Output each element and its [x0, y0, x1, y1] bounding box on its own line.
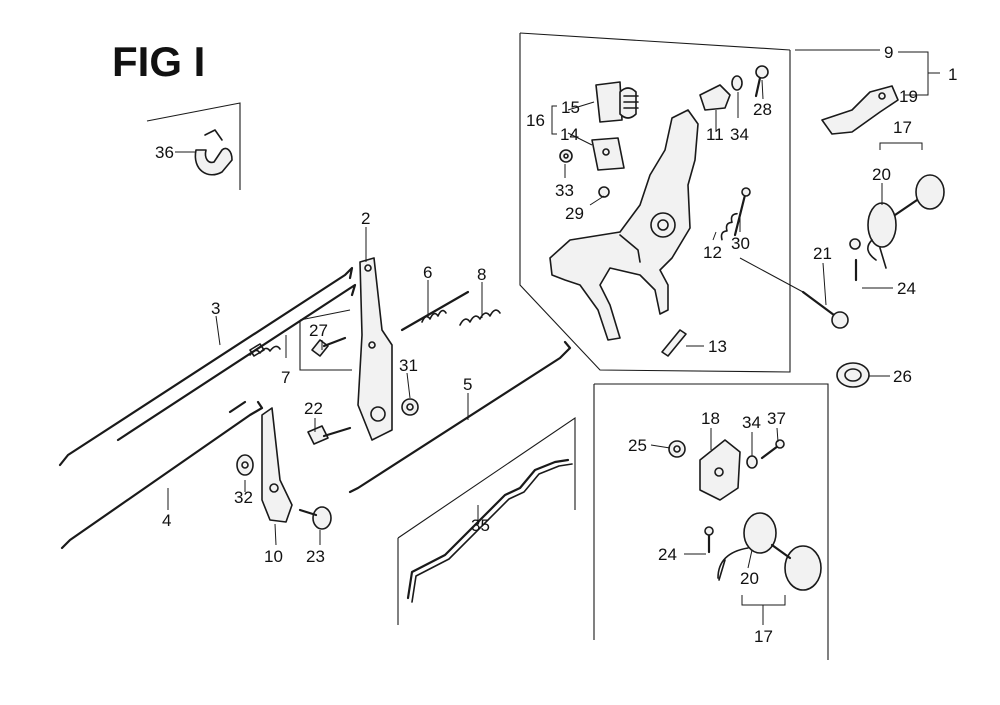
- part-25-nut: [668, 440, 686, 458]
- callout-24-top: 24: [897, 279, 916, 298]
- callout-29: 29: [565, 204, 584, 223]
- part-20-knob-bottom: [717, 512, 822, 591]
- part-36-frame: [146, 102, 241, 190]
- governor-bracket: [549, 109, 699, 341]
- part-15-switch: [595, 81, 639, 123]
- callout-24-bottom: 24: [658, 545, 677, 564]
- part-24-screw-bottom: [704, 526, 714, 554]
- callout-10: 10: [264, 547, 283, 566]
- callout-16: 16: [526, 111, 545, 130]
- callout-28: 28: [753, 100, 772, 119]
- rod-35-frame-top: [397, 416, 576, 539]
- part-32-washer: [236, 454, 254, 476]
- callout-9: 9: [884, 43, 893, 62]
- part-37-screw: [760, 439, 785, 460]
- callout-27: 27: [309, 321, 328, 340]
- callout-35: 35: [471, 516, 490, 535]
- callout-21: 21: [813, 244, 832, 263]
- callout-3: 3: [211, 299, 220, 318]
- callout-6: 6: [423, 263, 432, 282]
- callout-17-bottom: 17: [754, 627, 773, 646]
- part-21-bolt: [801, 290, 849, 329]
- callout-14: 14: [560, 125, 579, 144]
- part-34-washer: [731, 75, 743, 91]
- callout-25: 25: [628, 436, 647, 455]
- callout-37: 37: [767, 409, 786, 428]
- callout-5: 5: [463, 375, 472, 394]
- callout-17-top: 17: [893, 118, 912, 137]
- callout-8: 8: [477, 265, 486, 284]
- part-30-screw: [733, 187, 751, 237]
- callout-22: 22: [304, 399, 323, 418]
- callout-13: 13: [708, 337, 727, 356]
- bracket-16-line: [551, 105, 557, 135]
- bracket-assembly-frame-top: [519, 32, 791, 51]
- part-33-nut: [559, 149, 573, 163]
- knob-assembly-frame: [594, 383, 829, 660]
- part-27-frame-top: [299, 309, 351, 321]
- callout-1: 1: [948, 65, 957, 84]
- part-11-plate: [699, 84, 731, 111]
- part-23-bolt: [298, 506, 332, 530]
- callout-31: 31: [399, 356, 418, 375]
- part-36-clip: [194, 129, 233, 176]
- callout-12: 12: [703, 243, 722, 262]
- part-7-rod: [116, 283, 357, 442]
- part-24-screw-top: [849, 238, 861, 282]
- callout-15: 15: [561, 98, 580, 117]
- part-12-spring: [720, 212, 738, 241]
- part-20-knob-top: [867, 174, 945, 269]
- callout-26: 26: [893, 367, 912, 386]
- callout-numbers: 1 2 3 4 5 6 7 8 9 10 11 12 13 14 15 16 1…: [155, 43, 957, 646]
- part-13-pin: [661, 329, 687, 357]
- bracket-17-top-line: [879, 142, 923, 150]
- part-18-bracket: [699, 439, 741, 501]
- figure-title: FIG I: [112, 38, 205, 85]
- callout-4: 4: [162, 511, 171, 530]
- callout-11: 11: [706, 125, 724, 144]
- part-4-rod: [60, 400, 264, 550]
- part-34-washer-lower: [746, 455, 758, 469]
- part-2-governor-arm: [357, 257, 393, 441]
- bracket-assembly-frame: [519, 33, 791, 373]
- callout-34-bottom: 34: [742, 413, 761, 432]
- callout-32: 32: [234, 488, 253, 507]
- callout-18: 18: [701, 409, 720, 428]
- callout-23: 23: [306, 547, 325, 566]
- frame-lines: [146, 32, 940, 660]
- callout-19: 19: [899, 87, 918, 106]
- part-35-rod: [406, 458, 573, 603]
- callout-30: 30: [731, 234, 750, 253]
- part-28-screw: [754, 65, 769, 98]
- part-10-lever: [261, 407, 293, 523]
- part-19-plate: [821, 85, 899, 135]
- callout-34-top: 34: [730, 125, 749, 144]
- part-22-bolt: [307, 425, 352, 445]
- part-3-rod: [58, 266, 354, 467]
- callout-20-top: 20: [872, 165, 891, 184]
- callout-36: 36: [155, 143, 174, 162]
- part-6-spring: [400, 290, 470, 332]
- callout-33: 33: [555, 181, 574, 200]
- part-29-screw: [598, 186, 610, 198]
- part-8-spring: [459, 309, 501, 326]
- leader-lines: [167, 79, 893, 569]
- bracket-17-bottom-line: [741, 595, 786, 606]
- callout-20-bottom: 20: [740, 569, 759, 588]
- part-27-frame: [299, 320, 352, 371]
- part-26-knob: [836, 362, 870, 388]
- part-27-bolt: [311, 336, 347, 357]
- callout-7: 7: [281, 368, 290, 387]
- part-5-rod: [348, 340, 572, 494]
- part-31-nut: [401, 398, 419, 416]
- callout-2: 2: [361, 209, 370, 228]
- part-14-switch: [591, 137, 625, 171]
